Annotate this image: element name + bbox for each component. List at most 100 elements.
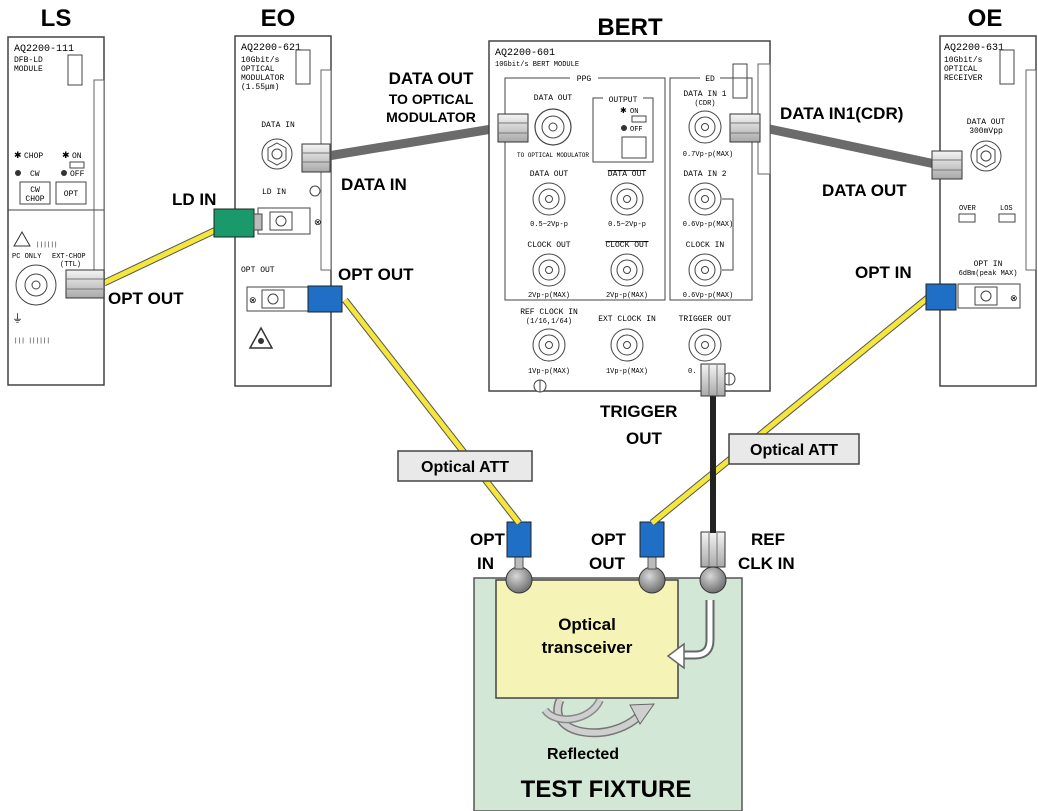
fixture-opt-out-port[interactable] xyxy=(638,566,666,594)
eo-opt-out-label: OPT OUT xyxy=(338,265,414,284)
oe-module: OE AQ2200-631 10Gbit/s OPTICAL RECEIVER … xyxy=(780,5,1037,387)
bert-data-in2-port[interactable] xyxy=(688,182,722,216)
eo-data-in-label: DATA IN xyxy=(341,175,407,194)
svg-text:⊗: ⊗ xyxy=(249,295,257,305)
bert-ref-clock-in-port[interactable] xyxy=(532,328,566,362)
bert-ppg: PPG xyxy=(577,75,592,84)
bert-clock-out-bar-port[interactable] xyxy=(610,253,644,287)
oe-los-led xyxy=(998,213,1016,223)
ls-model: AQ2200-111 xyxy=(14,44,74,55)
svg-text:||||||: |||||| xyxy=(36,241,58,248)
fixture-ref-label-2: CLK IN xyxy=(738,554,795,573)
bert-trigger-out-connector xyxy=(700,363,726,397)
bert-module: BERT AQ2200-601 10Gbit/s BERT MODULE PPG… xyxy=(386,14,771,448)
bert-on-led-icon: ✱ xyxy=(620,106,627,115)
ls-opt-button[interactable] xyxy=(55,181,87,205)
bert-ref-ratio: (1/16,1/64) xyxy=(526,318,572,326)
bert-data-out-port[interactable] xyxy=(534,108,572,146)
bert-ext-clock-in-port[interactable] xyxy=(610,328,644,362)
optical-att-right-label: Optical ATT xyxy=(750,442,838,459)
cables xyxy=(102,122,936,533)
eo-type-3: MODULATOR xyxy=(241,74,284,83)
eo-opt-out-connector xyxy=(307,285,343,313)
fixture-opt-in-label-1: OPT xyxy=(470,530,506,549)
eo-title: EO xyxy=(261,5,296,32)
ls-pc-only: PC ONLY xyxy=(12,253,42,261)
bert-data-out-panel: DATA OUT xyxy=(534,94,573,103)
oe-opt-in-panel: OPT IN xyxy=(974,260,1003,269)
ls-chop-led: CHOP xyxy=(24,152,43,161)
bert-spec-1v-a: 1Vp-p(MAX) xyxy=(528,368,570,376)
bert-data-out-label-2: TO OPTICAL xyxy=(389,91,474,107)
bert-trigger-label-2: OUT xyxy=(626,429,663,448)
optical-att-left-label: Optical ATT xyxy=(421,459,509,476)
oe-opt-in-label: OPT IN xyxy=(855,263,912,282)
bert-ext-clock-in: EXT CLOCK IN xyxy=(598,315,656,324)
ls-ext-chop: EXT-CHOP xyxy=(52,253,86,261)
test-fixture: Optical transceiver Reflected TEST FIXTU… xyxy=(470,521,795,811)
oe-data-out-port[interactable] xyxy=(970,140,1002,172)
eo-data-in-connector xyxy=(301,143,331,173)
bert-spec-4: 2Vp-p(MAX) xyxy=(606,292,648,300)
bert-data-in1-port[interactable] xyxy=(688,110,722,144)
ls-title: LS xyxy=(41,5,72,32)
eo-opt-out-panel: OPT OUT xyxy=(241,266,275,275)
bert-spec-1v-b: 1Vp-p(MAX) xyxy=(606,368,648,376)
bert-data-in1-connector xyxy=(729,113,761,143)
eo-data-in-panel: DATA IN xyxy=(261,121,295,130)
ls-chop-button-label: CHOP xyxy=(25,195,44,204)
fixture-opt-out-label-2: OUT xyxy=(589,554,626,573)
test-fixture-title: TEST FIXTURE xyxy=(521,776,692,803)
oe-opt-in-spec: 6dBm(peak MAX) xyxy=(959,270,1018,278)
bert-trigger-label-1: TRIGGER xyxy=(600,402,677,421)
bert-data-out-2: DATA OUT xyxy=(530,170,569,179)
bert-clock-in-port[interactable] xyxy=(688,253,722,287)
fixture-opt-in-port[interactable] xyxy=(505,566,533,594)
oe-over-led xyxy=(958,213,976,223)
bert-output-button[interactable] xyxy=(621,136,647,159)
bert-data-in1: DATA IN 1 xyxy=(683,90,726,99)
bert-clock-out-port[interactable] xyxy=(532,253,566,287)
ls-laser-warning-icon xyxy=(13,230,31,247)
ls-on-led: ON xyxy=(72,152,82,161)
oe-title: OE xyxy=(968,5,1003,32)
oe-data-out-label: DATA OUT xyxy=(822,181,907,200)
fixture-opt-out-connector xyxy=(639,521,665,558)
reflected-label: Reflected xyxy=(547,746,619,763)
bert-model: AQ2200-601 xyxy=(495,48,555,59)
bert-spec-07: 0.7Vp-p(MAX) xyxy=(683,151,733,159)
bert-data-out-2-port[interactable] xyxy=(532,182,566,216)
bert-cdr: (CDR) xyxy=(694,100,715,108)
eo-ld-in-connector xyxy=(213,208,255,238)
fixture-ref-label-1: REF xyxy=(751,530,785,549)
ls-off-led: OFF xyxy=(70,170,85,179)
svg-text:⊗: ⊗ xyxy=(314,217,322,227)
fixture-ref-clk-port[interactable] xyxy=(699,566,727,594)
oe-type-3: RECEIVER xyxy=(944,74,983,83)
ls-sun-icon-2: ✱ xyxy=(62,150,70,160)
oe-opt-in-connector xyxy=(925,283,957,311)
eo-type-2: OPTICAL xyxy=(241,65,275,74)
eo-ld-in-panel: LD IN xyxy=(262,188,286,197)
transceiver-label-1: Optical xyxy=(558,615,616,634)
bert-trigger-out-port[interactable] xyxy=(688,328,722,362)
ls-cw-chop-button[interactable] xyxy=(19,181,51,205)
oe-type-1: 10Gbit/s xyxy=(944,56,983,65)
eo-model: AQ2200-621 xyxy=(241,43,301,54)
oe-los: LOS xyxy=(1000,205,1013,213)
svg-text:⊗: ⊗ xyxy=(1010,293,1018,303)
bert-ed: ED xyxy=(705,75,715,84)
bert-trigger-out-panel: TRIGGER OUT xyxy=(679,315,732,324)
ls-ground-icon: ⏚ xyxy=(12,312,23,325)
optical-att-left: Optical ATT xyxy=(397,450,533,482)
fixture-opt-in-connector xyxy=(506,521,532,558)
bert-data-out-label-1: DATA OUT xyxy=(389,69,474,88)
bert-to-opt-mod: TO OPTICAL MODULATOR xyxy=(517,152,589,159)
bert-clock-out: CLOCK OUT xyxy=(527,241,570,250)
ls-type-2: MODULE xyxy=(14,65,43,74)
bert-off: OFF xyxy=(630,126,643,134)
oe-data-out-panel: DATA OUT xyxy=(967,118,1006,127)
bert-data-out-bar-port[interactable] xyxy=(610,182,644,216)
fixture-opt-out-label-1: OPT xyxy=(591,530,627,549)
